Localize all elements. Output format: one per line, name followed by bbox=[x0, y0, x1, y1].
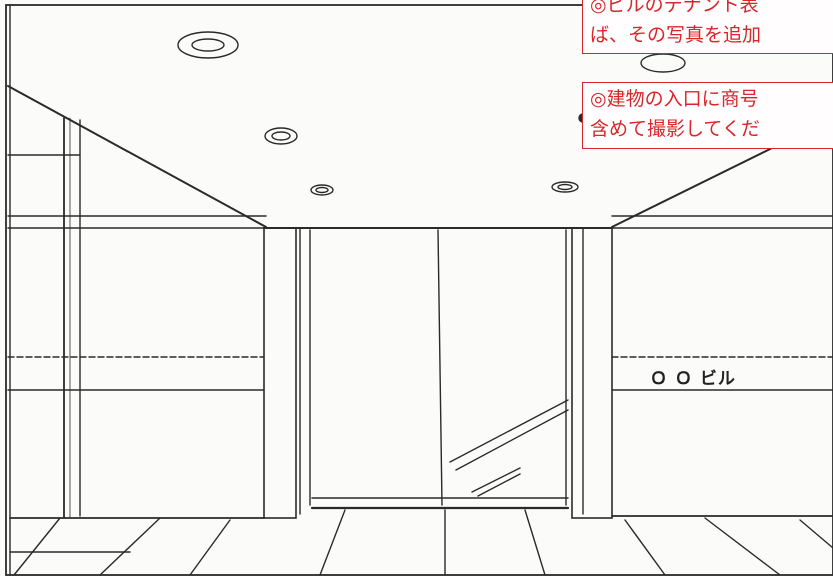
note-line: 含めて撮影してくだ bbox=[590, 118, 760, 140]
frame-border bbox=[5, 4, 833, 576]
note-line: ば、その写真を追加 bbox=[590, 24, 762, 46]
glass-doors bbox=[309, 229, 570, 510]
left-wall bbox=[7, 4, 267, 576]
building-sign: Ｏ Ｏ ビル bbox=[650, 369, 736, 389]
right-wall bbox=[611, 215, 833, 391]
floor-tiles bbox=[9, 509, 833, 576]
annotation-note-tenant-board: ◎ビルのテナント表 ば、その写真を追加 bbox=[582, 0, 833, 54]
note-line: ◎建物の入口に商号 bbox=[590, 88, 759, 110]
annotation-note-entrance: ◎建物の入口に商号 含めて撮影してくだ bbox=[582, 82, 833, 149]
note-line: ◎ビルのテナント表 bbox=[590, 0, 759, 16]
pillars bbox=[263, 227, 613, 519]
building-sign-text: Ｏ Ｏ ビル bbox=[650, 369, 736, 389]
